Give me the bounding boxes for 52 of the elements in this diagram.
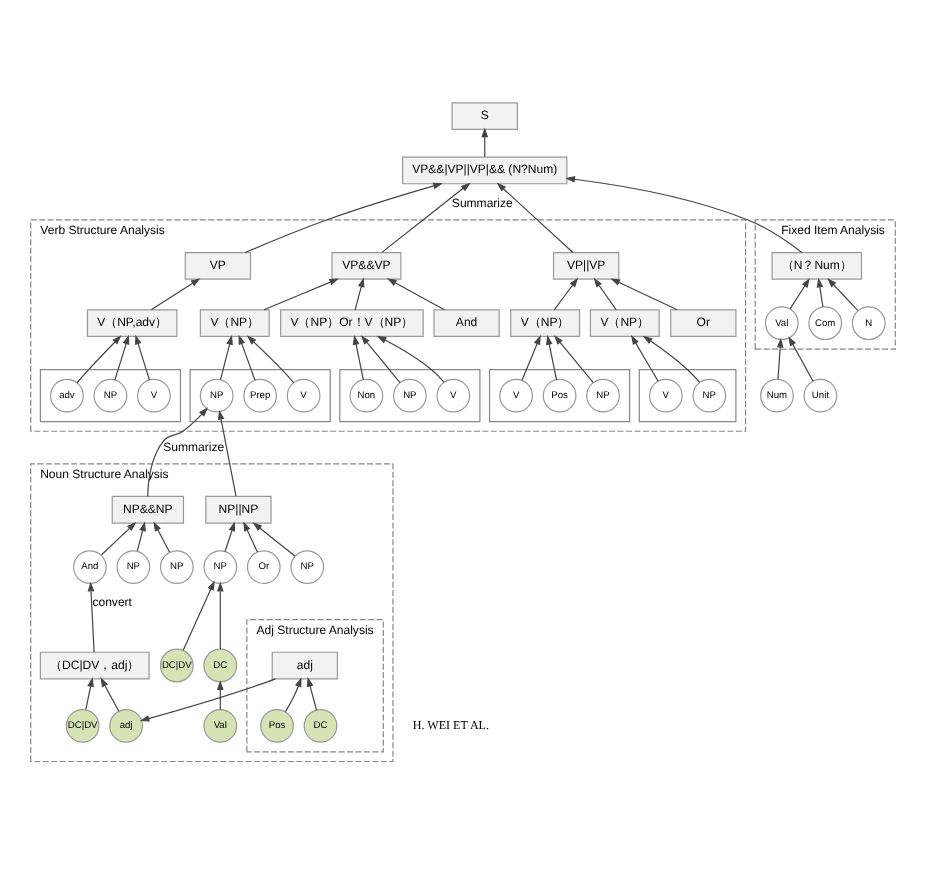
arrow [136, 520, 146, 551]
arrow [376, 334, 445, 382]
arrow [101, 520, 137, 555]
arrow [216, 580, 224, 649]
arrow [554, 334, 594, 383]
arrow [224, 520, 236, 552]
arrow [153, 520, 171, 552]
arrow [216, 679, 224, 710]
arrow [481, 126, 489, 157]
arrow [631, 334, 659, 381]
arrow [827, 277, 859, 310]
arrow [352, 334, 364, 380]
arrow [100, 676, 120, 711]
arrow [244, 181, 443, 253]
arrow [246, 334, 295, 383]
arrow [776, 336, 784, 379]
arrow [306, 676, 318, 710]
arrow [610, 277, 678, 310]
arrow [150, 277, 201, 310]
arrow [76, 334, 122, 383]
arrow [87, 580, 95, 652]
arrow [263, 277, 339, 310]
arrow [135, 333, 150, 380]
cluster [488, 368, 631, 422]
arrow [565, 174, 803, 253]
arrow [252, 521, 296, 556]
cluster [638, 368, 737, 422]
arrow [496, 181, 574, 253]
arrow [381, 181, 471, 252]
arrow [147, 406, 209, 496]
arrow [593, 276, 617, 310]
cluster [39, 368, 182, 422]
arrow [553, 276, 579, 310]
arrow [788, 335, 814, 381]
arrow [238, 333, 256, 380]
arrow [182, 579, 215, 650]
arrow [642, 334, 701, 382]
arrow [789, 276, 810, 309]
arrow [85, 676, 94, 710]
arrow [139, 677, 277, 721]
arrow [217, 408, 237, 496]
arrow [545, 334, 558, 380]
arrow [816, 276, 824, 307]
arrow [521, 334, 541, 380]
arrow [243, 520, 258, 552]
cluster [339, 368, 481, 422]
arrow [386, 277, 445, 310]
arrow [360, 334, 401, 383]
arrow [284, 676, 302, 712]
arrow [219, 334, 233, 380]
arrow [354, 276, 365, 310]
arrow [114, 333, 130, 380]
